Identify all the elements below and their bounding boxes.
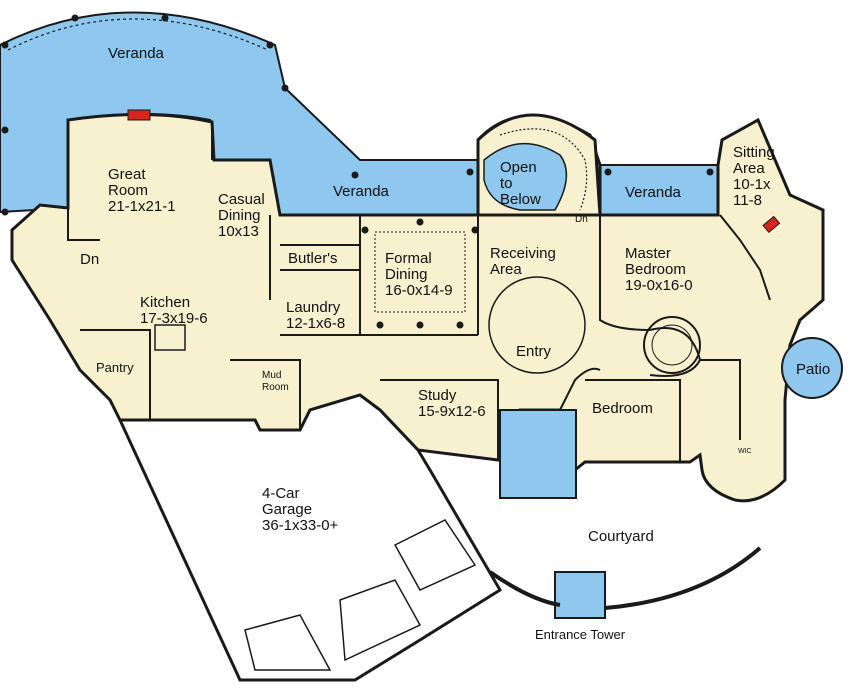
courtyard-label: Courtyard: [588, 528, 654, 545]
column-dot: [416, 218, 424, 226]
column-dot: [376, 321, 384, 329]
column-dot: [281, 84, 289, 92]
formal-dining-size: 16-0x14-9: [385, 282, 453, 299]
kitchen-label: Kitchen: [140, 294, 190, 311]
column-dot: [456, 321, 464, 329]
master-alcove: [643, 316, 701, 374]
veranda-middle-label: Veranda: [333, 183, 390, 200]
open-to-below-label-3: Below: [500, 191, 541, 208]
great-room-label-2: Room: [108, 182, 148, 199]
master-bedroom-label-2: Bedroom: [625, 261, 686, 278]
column-dot: [604, 168, 612, 176]
sitting-area-size-2: 11-8: [733, 192, 762, 209]
kitchen-island: [154, 324, 186, 351]
butlers-label: Butler's: [288, 250, 338, 267]
great-room-label-1: Great: [108, 166, 146, 183]
patio-area: [781, 337, 843, 399]
study-size: 15-9x12-6: [418, 403, 486, 420]
garage-size: 36-1x33-0+: [262, 517, 339, 534]
master-alcove-inner: [651, 324, 693, 366]
mud-room-label-1: Mud: [262, 370, 281, 381]
garage-label-2: Garage: [262, 501, 312, 518]
receiving-area-label-2: Area: [490, 261, 522, 278]
mud-room-label-2: Room: [262, 382, 289, 393]
entry-label: Entry: [516, 343, 552, 360]
fireplace: [127, 109, 151, 121]
laundry-label: Laundry: [286, 299, 341, 316]
formal-dining-label-1: Formal: [385, 250, 432, 267]
column-dot: [416, 321, 424, 329]
veranda-right-label: Veranda: [625, 184, 682, 201]
casual-dining-size: 10x13: [218, 223, 259, 240]
patio-label: Patio: [796, 361, 830, 378]
casual-dining-label-1: Casual: [218, 191, 265, 208]
column-dot: [471, 226, 479, 234]
entrance-tower-label: Entrance Tower: [535, 627, 626, 642]
spiral-stair: [499, 128, 588, 211]
open-to-below-area: [483, 143, 568, 211]
open-to-below-label-1: Open: [500, 159, 537, 176]
stair-dn-label: Dn: [575, 214, 588, 225]
courtyard-wall: [488, 546, 762, 610]
bedroom-label: Bedroom: [592, 400, 653, 417]
column-dot: [466, 168, 474, 176]
column-dot: [266, 41, 274, 49]
veranda-top-label: Veranda: [108, 45, 165, 62]
sitting-area-label-2: Area: [733, 160, 765, 177]
receiving-area-label-1: Receiving: [490, 245, 556, 262]
laundry-size: 12-1x6-8: [286, 315, 345, 332]
column-dot: [361, 226, 369, 234]
dn-left-label: Dn: [80, 251, 99, 268]
entrance-tower-block: [554, 571, 606, 619]
column-dot: [71, 14, 79, 22]
interior-walls: [67, 122, 771, 462]
column-dot: [1, 208, 9, 216]
garage-area: [117, 393, 503, 682]
study-label: Study: [418, 387, 457, 404]
columns: [1, 14, 714, 329]
open-to-below-label-2: to: [500, 175, 513, 192]
entry-porch: [499, 409, 577, 499]
master-bedroom-size: 19-0x16-0: [625, 277, 693, 294]
master-bedroom-label-1: Master: [625, 245, 671, 262]
column-dot: [1, 126, 9, 134]
column-dot: [706, 168, 714, 176]
column-dot: [1, 41, 9, 49]
pantry-label: Pantry: [96, 360, 134, 375]
garage-doors: [244, 519, 477, 671]
formal-dining-tray: [374, 231, 466, 313]
casual-dining-label-2: Dining: [218, 207, 261, 224]
kitchen-size: 17-3x19-6: [140, 310, 208, 327]
great-room-size: 21-1x21-1: [108, 198, 176, 215]
sitting-area-size-1: 10-1x: [733, 176, 771, 193]
column-dot: [351, 171, 359, 179]
column-dot: [161, 14, 169, 22]
sitting-area-label-1: Sitting: [733, 144, 775, 161]
wic-label: WIC: [738, 448, 752, 455]
formal-dining-label-2: Dining: [385, 266, 428, 283]
sitting-fireplace: [762, 215, 781, 234]
garage-label-1: 4-Car: [262, 485, 300, 502]
entry-rotunda: [488, 276, 586, 374]
